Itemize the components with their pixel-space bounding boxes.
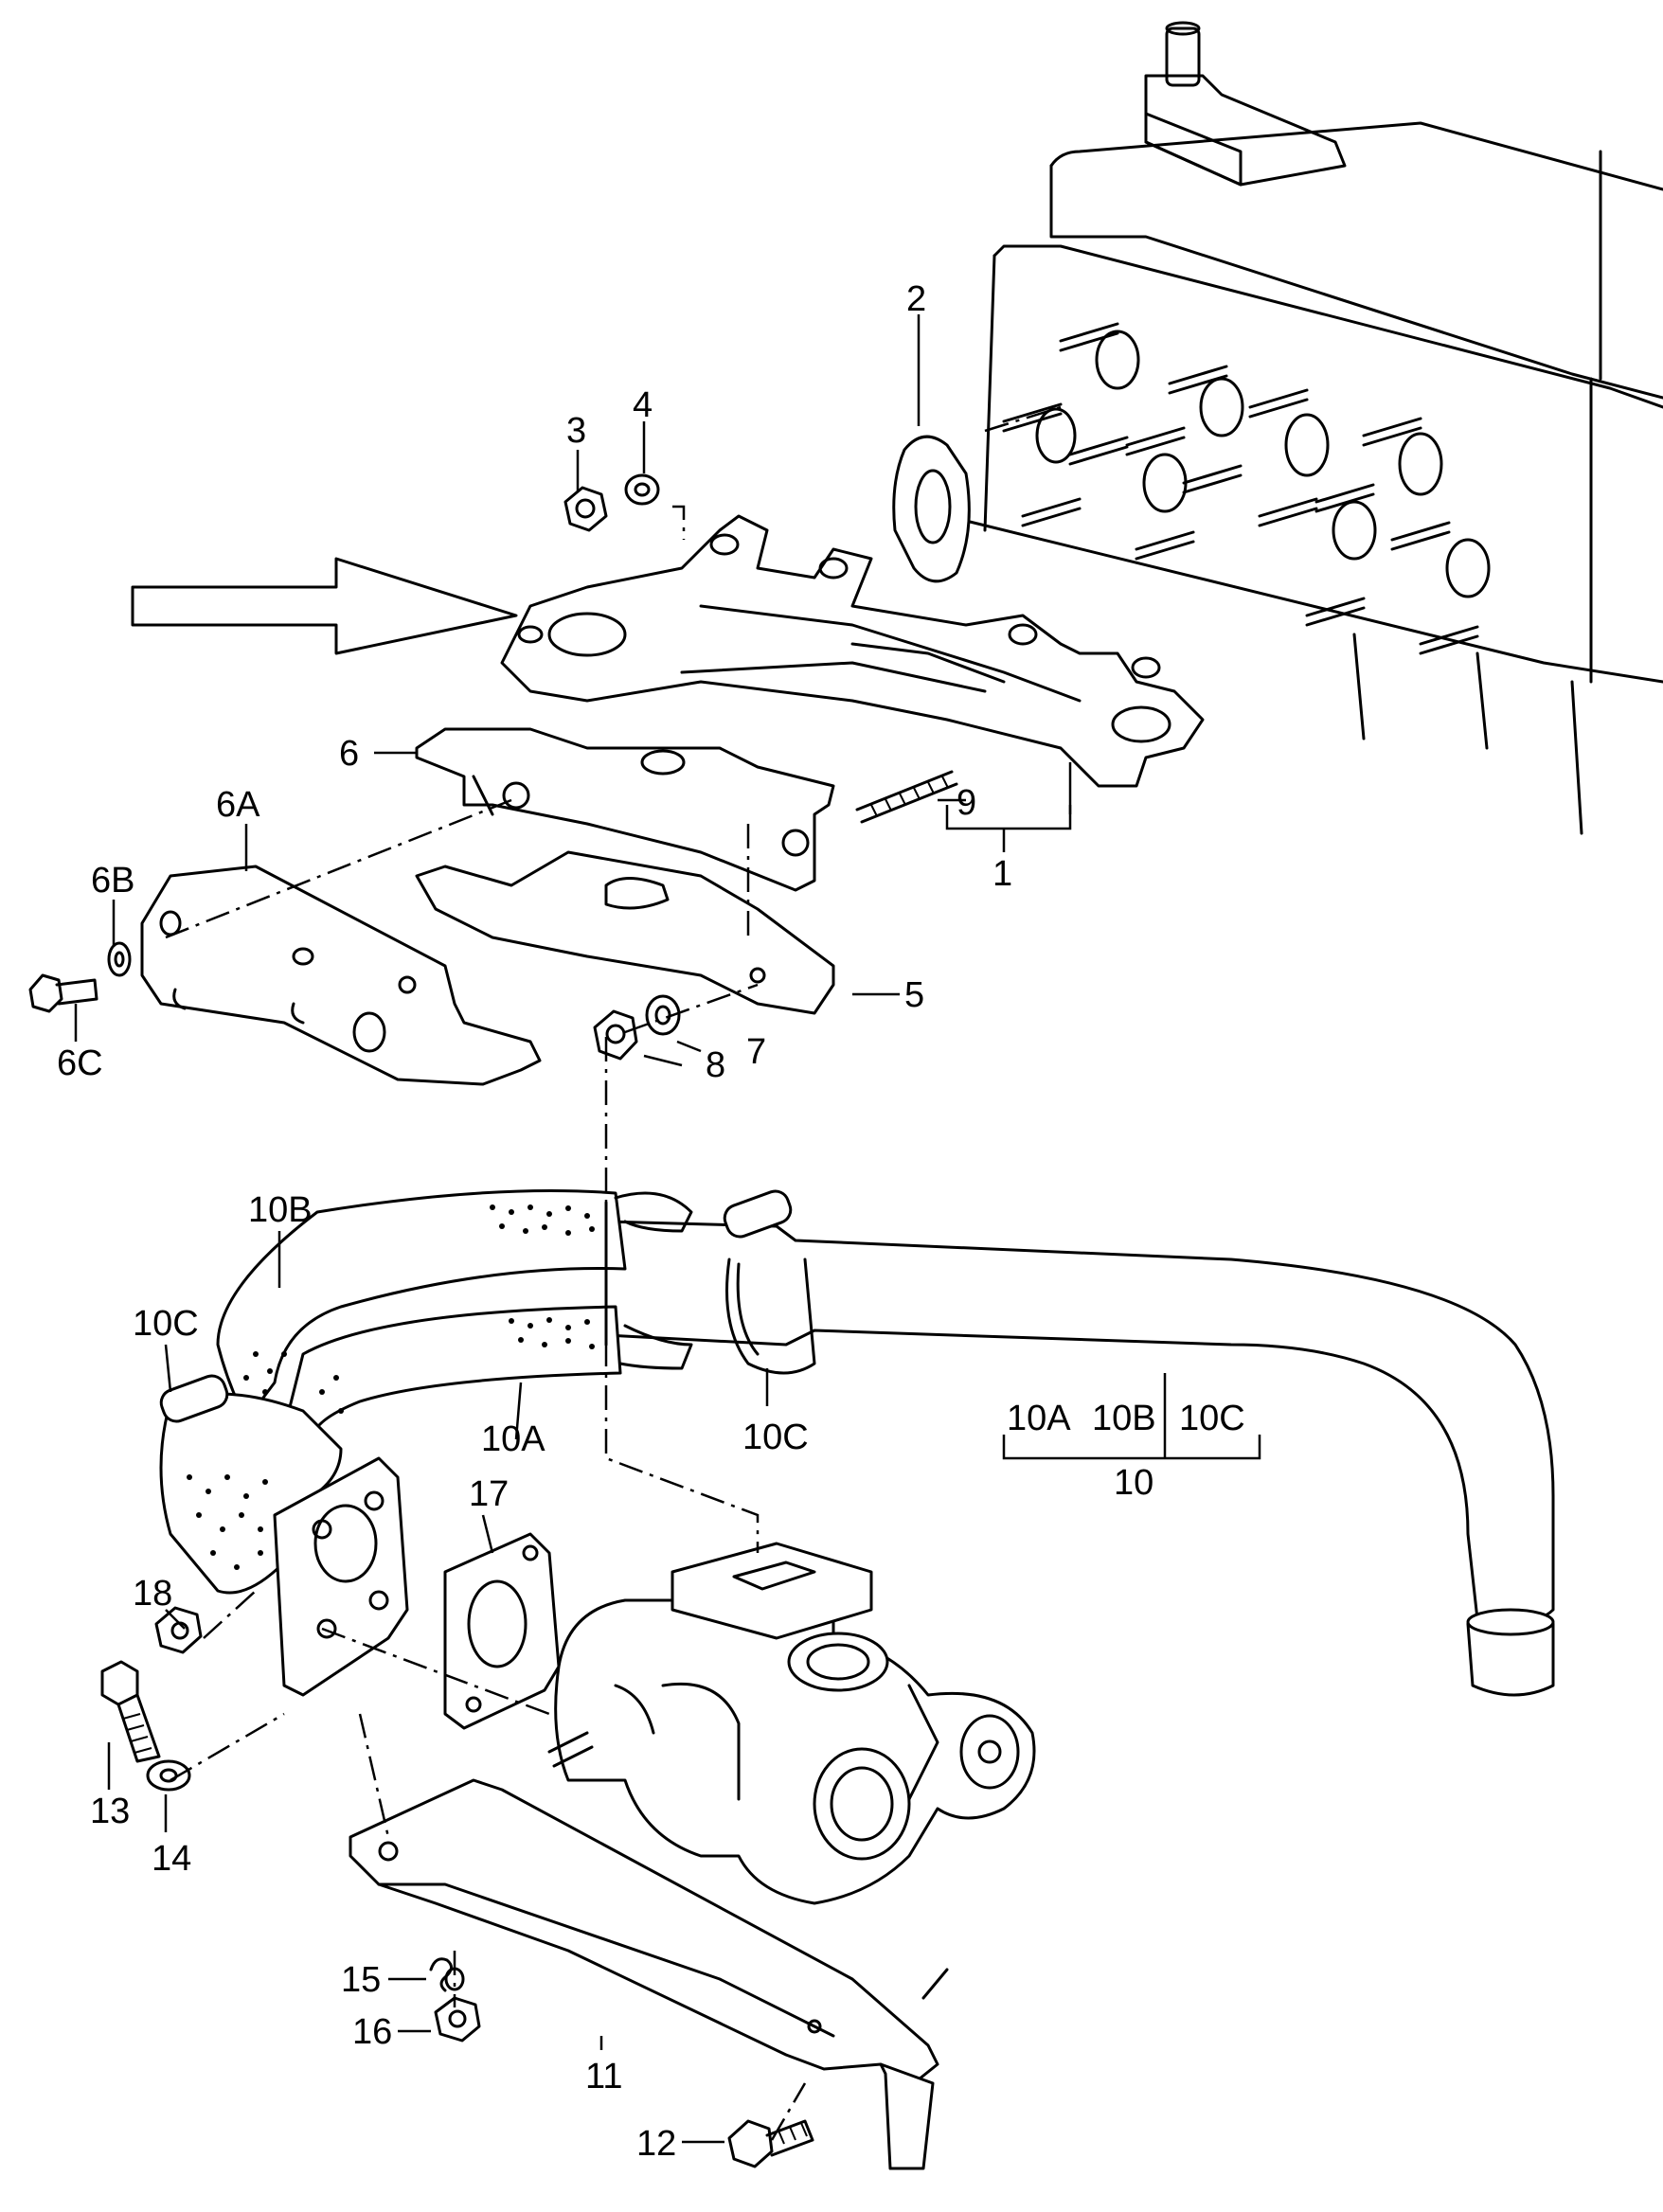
clamp-10C-left: [159, 1374, 229, 1423]
heat-shield-6A: [140, 865, 542, 1086]
stud-9: [855, 770, 958, 824]
label-part-15: 15: [341, 1960, 381, 2000]
pipe-flange: [273, 1456, 409, 1697]
label-part-10: 10: [1114, 1463, 1153, 1503]
nut-3: [563, 486, 608, 532]
label-part-18: 18: [133, 1574, 172, 1614]
bolt-12: [727, 2119, 814, 2168]
label-part-6: 6: [339, 734, 359, 774]
label-part-5: 5: [904, 975, 924, 1015]
part-labels: 2 3 4 6 6A 6B 6C 5 7 8 9 1 10B 10C 10A 1…: [57, 279, 1245, 2164]
label-part-17: 17: [469, 1474, 509, 1514]
washer-14: [146, 1759, 191, 1792]
label-part-10B: 10B: [248, 1190, 313, 1230]
gasket-17: [443, 1532, 561, 1730]
label-part-2: 2: [906, 279, 926, 319]
label-part-3: 3: [566, 411, 586, 451]
spring-washer-15: [429, 1957, 465, 1992]
label-part-10C-clamp: 10C: [742, 1418, 809, 1457]
washer-4: [624, 473, 660, 506]
label-group-10B: 10B: [1092, 1399, 1156, 1438]
label-part-8: 8: [706, 1045, 725, 1085]
label-part-11: 11: [585, 2057, 622, 2096]
highlight-arrow-icon: [131, 557, 518, 655]
label-part-13: 13: [90, 1792, 130, 1831]
bolt-6C: [28, 973, 98, 1013]
label-part-6B: 6B: [91, 861, 134, 901]
turbocharger: [547, 1542, 1036, 1905]
label-part-16: 16: [352, 2012, 392, 2052]
exhaust-pipe-10: [159, 1189, 1555, 1697]
label-part-12: 12: [636, 2124, 676, 2164]
clamp-10C: [723, 1189, 816, 1375]
label-group-10A: 10A: [1007, 1399, 1071, 1438]
label-part-10A: 10A: [481, 1419, 545, 1459]
label-part-1: 1: [992, 854, 1012, 894]
exhaust-manifold: [500, 514, 1205, 788]
label-part-14: 14: [152, 1839, 191, 1879]
label-part-7: 7: [746, 1032, 766, 1072]
support-bracket-11: [349, 1778, 949, 2170]
label-part-9: 9: [957, 783, 976, 823]
label-part-6C: 6C: [57, 1044, 103, 1083]
nut-16: [434, 1996, 481, 2043]
washer-7: [645, 994, 681, 1036]
nut-18: [154, 1606, 203, 1654]
bolt-13: [100, 1660, 161, 1763]
exhaust-gasket-2: [892, 435, 971, 583]
label-group-10C: 10C: [1179, 1399, 1245, 1438]
heat-shield-5: [415, 850, 835, 1015]
washer-6B: [107, 941, 132, 977]
label-part-4: 4: [633, 385, 653, 425]
label-part-6A: 6A: [216, 785, 260, 825]
engine-block: [964, 21, 1663, 835]
nut-8: [593, 1009, 638, 1061]
assembly-lines: [165, 405, 1062, 2141]
label-part-10C-left: 10C: [133, 1304, 199, 1344]
heat-shield-6: [415, 727, 835, 892]
leader-lines: [74, 314, 1261, 2144]
perforation-texture: [187, 1204, 595, 1570]
